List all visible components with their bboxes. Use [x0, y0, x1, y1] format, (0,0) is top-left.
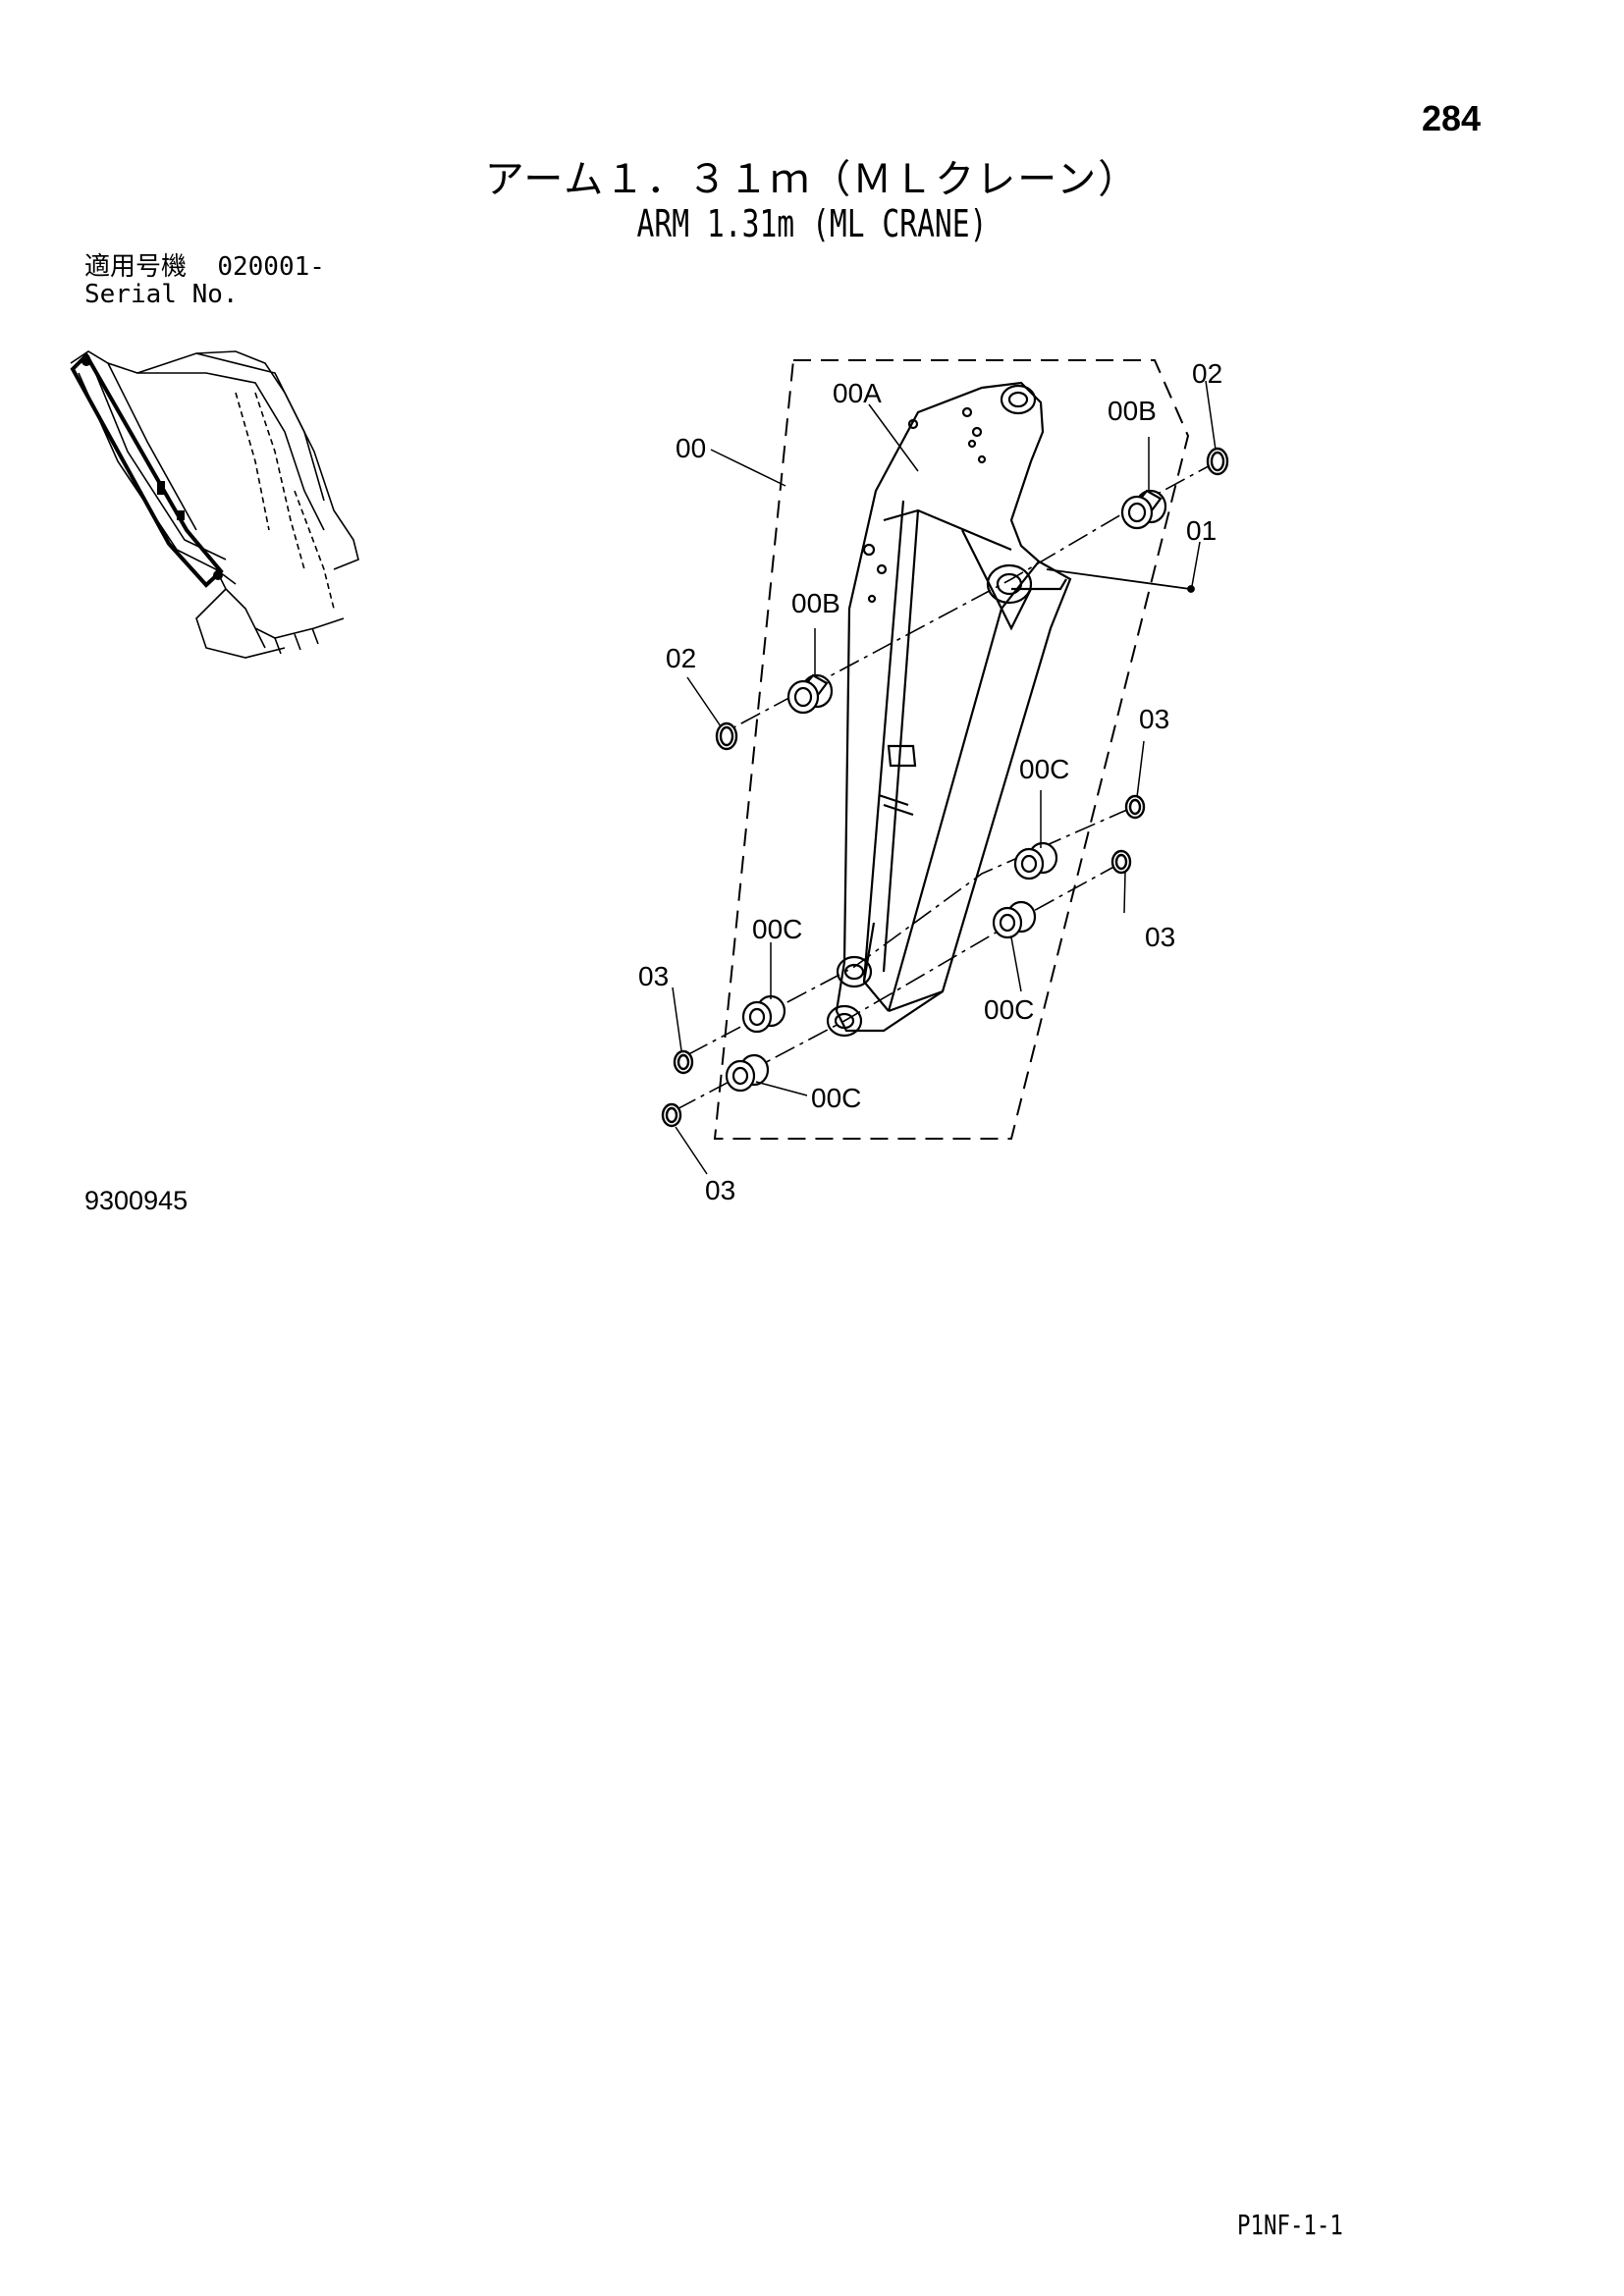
callout-02-left: 02: [666, 643, 696, 673]
assembly-boundary: [713, 359, 1190, 1140]
ring-03-lower-right: [1110, 849, 1132, 875]
callout-00c-lower-right: 00C: [984, 994, 1034, 1025]
bushing-00b-left: [786, 673, 834, 715]
callout-02-right: 02: [1192, 358, 1222, 389]
title-japanese: アーム１．３１ｍ（ＭＬクレーン）: [484, 157, 1140, 202]
callout-00c-upper-right: 00C: [1019, 754, 1069, 784]
ring-03-lower-left: [661, 1102, 682, 1128]
arm-exploded-view: 00 00A 00B 02 01 00B 02 00C 03 03 00C 00…: [638, 358, 1229, 1205]
callout-03-upper-right: 03: [1139, 704, 1169, 734]
callout-03-lower-right: 03: [1145, 922, 1175, 952]
bushing-00c-upper-right: [1013, 841, 1058, 881]
callout-01: 01: [1186, 515, 1217, 546]
serial-value: 020001-: [217, 252, 325, 282]
serial-line-ja: 適用号機 020001-: [84, 253, 325, 281]
callout-00a: 00A: [833, 378, 882, 408]
ring-03-upper-right: [1124, 794, 1146, 820]
callout-03-lower-left: 03: [705, 1175, 735, 1205]
machine-overview-thumbnail: [70, 350, 359, 659]
page-code: P1NF-1-1: [1237, 2209, 1343, 2241]
lower-boss-upper: [836, 955, 873, 988]
bushing-00c-upper-left: [741, 994, 786, 1034]
callout-03-upper-left: 03: [638, 961, 669, 991]
lower-boss-lower: [826, 1004, 863, 1038]
callout-00: 00: [676, 433, 706, 463]
leader-lines: [672, 380, 1217, 1175]
top-boss-hole: [1000, 384, 1037, 415]
pivot-boss: [986, 563, 1033, 605]
ring-02-left: [715, 721, 738, 751]
page-number: 284: [1422, 98, 1482, 138]
bushing-00c-lower-right: [992, 900, 1037, 939]
drawing-number: 9300945: [84, 1186, 189, 1215]
serial-label-ja: 適用号機: [84, 252, 188, 282]
callout-00b-left: 00B: [791, 588, 840, 618]
ring-03-upper-left: [673, 1049, 694, 1075]
serial-block: 適用号機 020001- Serial No.: [84, 253, 325, 308]
bushing-00c-lower-left: [725, 1053, 770, 1093]
ring-02-right: [1206, 447, 1229, 476]
bushing-00b-right: [1120, 489, 1167, 530]
title-english: ARM 1.31m (ML CRANE): [636, 202, 988, 245]
serial-label-en: Serial No.: [84, 280, 239, 309]
callout-00b-right: 00B: [1108, 396, 1157, 426]
callout-00c-upper-left: 00C: [752, 914, 802, 944]
arm-body: [835, 381, 1072, 1033]
grease-fitting-01: [1046, 568, 1195, 593]
callout-00c-lower-left: 00C: [811, 1083, 861, 1113]
